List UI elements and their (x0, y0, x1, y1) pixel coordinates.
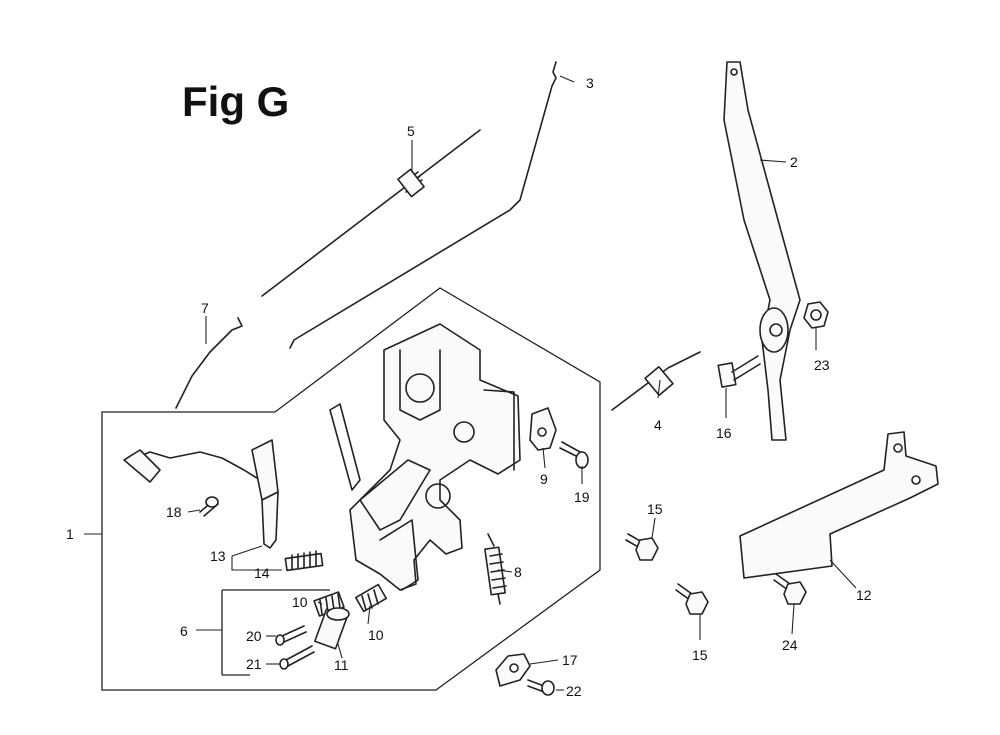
governor-spring (397, 168, 425, 198)
callout-11: 11 (334, 657, 349, 673)
callout-21: 21 (246, 656, 262, 672)
callout-12: 12 (856, 587, 872, 603)
assembly-outline (101, 287, 601, 691)
clamp (495, 653, 531, 687)
callout-10-lower: 10 (368, 627, 384, 643)
callout-14: 14 (254, 565, 270, 581)
callout-labels: 3 2 5 7 23 4 16 9 19 8 15 15 12 24 17 22… (66, 75, 872, 699)
callout-23: 23 (814, 357, 830, 373)
callout-19: 19 (574, 489, 590, 505)
callout-5: 5 (407, 123, 415, 139)
bolt-15-upper (625, 533, 659, 561)
callout-10-upper: 10 (292, 594, 308, 610)
callout-17: 17 (562, 652, 578, 668)
control-bracket (329, 323, 521, 591)
clip-9 (529, 407, 557, 451)
tension-spring (484, 533, 507, 605)
callout-18: 18 (166, 504, 182, 520)
nut (803, 301, 829, 329)
bolt-24 (773, 573, 807, 605)
callout-15-upper: 15 (647, 501, 663, 517)
callout-4: 4 (654, 417, 662, 433)
callout-22: 22 (566, 683, 582, 699)
callout-7: 7 (201, 300, 209, 316)
small-spring-rod (611, 351, 701, 411)
callout-3: 3 (586, 75, 594, 91)
screw-20 (275, 625, 307, 646)
bolt-16 (717, 355, 761, 388)
callout-2: 2 (790, 154, 798, 170)
choke-rod (175, 317, 243, 409)
callout-9: 9 (540, 471, 548, 487)
screw-22 (527, 679, 555, 696)
spring-10-lower (354, 583, 388, 613)
screw-18 (199, 496, 219, 517)
screw-19 (559, 441, 589, 469)
callout-24: 24 (782, 637, 798, 653)
callout-13: 13 (210, 548, 226, 564)
leader-lines (84, 75, 857, 691)
callout-6: 6 (180, 623, 188, 639)
callout-1: 1 (66, 526, 74, 542)
callout-8: 8 (514, 564, 522, 580)
bolt-15-lower (675, 583, 709, 615)
callout-15-lower: 15 (692, 647, 708, 663)
sub-assembly-outline (221, 589, 330, 676)
figure-title: Fig G (182, 78, 289, 125)
plate (739, 431, 939, 579)
spring-14 (284, 550, 324, 572)
callout-20: 20 (246, 628, 262, 644)
choke-lever-assembly (123, 439, 279, 549)
governor-rod (261, 129, 481, 297)
throttle-rod (289, 61, 557, 349)
screw-21 (279, 645, 315, 670)
callout-16: 16 (716, 425, 732, 441)
collar (314, 607, 350, 650)
